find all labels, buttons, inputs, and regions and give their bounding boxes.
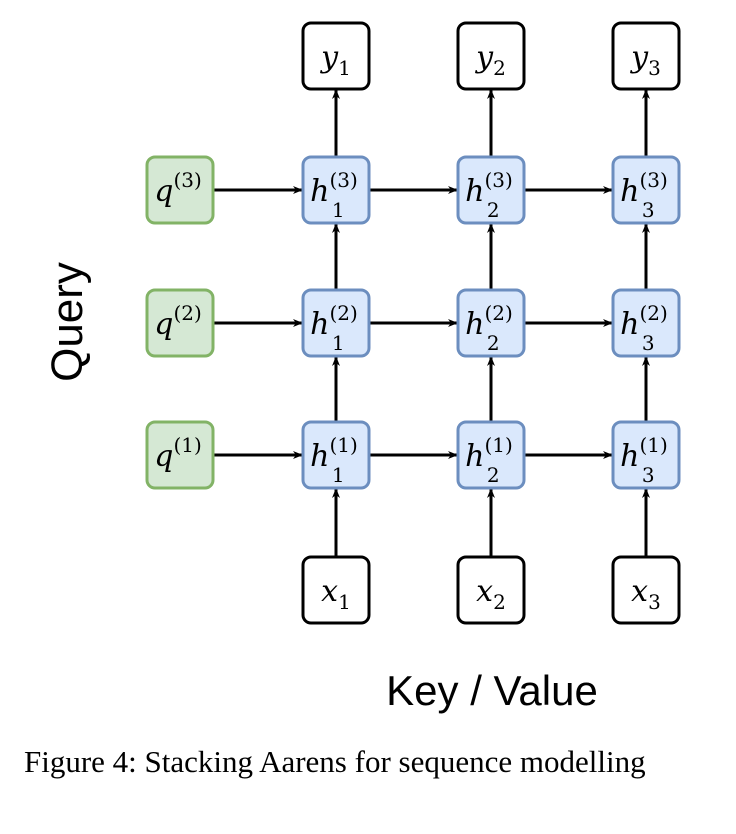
hidden-node-3-2-box [456,155,526,225]
input-node-2: x2 [456,555,526,625]
hidden-node-2-3-box [611,288,681,358]
input-node-2-box [456,555,526,625]
input-node-1: x1 [301,555,371,625]
hidden-node-3-1-label: h(3)1 [310,168,358,222]
hidden-node-3-3: h(3)3 [611,155,681,225]
input-node-2-label: x2 [476,574,506,614]
input-node-1-label: x1 [321,574,351,614]
hidden-node-3-1: h(3)1 [301,155,371,225]
output-node-1-box [301,21,371,91]
hidden-node-1-2: h(1)2 [456,420,526,490]
query-node-3-label: q(3) [154,168,202,209]
hidden-node-2-3-label: h(2)3 [620,301,668,355]
query-node-2: q(2) [145,288,215,358]
arrows-layer [213,89,650,557]
hidden-node-1-2-label: h(1)2 [465,433,513,487]
hidden-node-3-3-label: h(3)3 [620,168,668,222]
hidden-node-3-3-box [611,155,681,225]
query-node-1-label: q(1) [154,433,202,474]
input-node-1-box [301,555,371,625]
input-node-3-box [611,555,681,625]
hidden-node-3-1-box [301,155,371,225]
query-axis-label: Query [43,262,92,382]
hidden-node-1-2-box [456,420,526,490]
hidden-node-1-3: h(1)3 [611,420,681,490]
query-node-1: q(1) [145,420,215,490]
output-node-1: y1 [301,21,371,91]
output-node-3: y3 [611,21,681,91]
hidden-node-2-1-label: h(2)1 [310,301,358,355]
hidden-node-3-2: h(3)2 [456,155,526,225]
output-node-3-box [611,21,681,91]
hidden-node-2-3: h(2)3 [611,288,681,358]
hidden-node-2-2: h(2)2 [456,288,526,358]
output-node-2-box [456,21,526,91]
hidden-node-2-2-label: h(2)2 [465,301,513,355]
hidden-node-1-3-box [611,420,681,490]
query-node-3-box [145,155,215,225]
aaren-stack-diagram: q(3) q(2) q(1) h(3)1 h(3)2 h(3)3 h(2)1 h(2)2 h(2… [43,21,681,714]
output-node-3-label: y3 [629,40,661,80]
figure-caption: Figure 4: Stacking Aarens for sequence m… [24,744,646,779]
query-node-3: q(3) [145,155,215,225]
key-value-axis-label: Key / Value [386,667,598,714]
hidden-node-1-1-label: h(1)1 [310,433,358,487]
hidden-node-1-3-label: h(1)3 [620,433,668,487]
query-node-2-box [145,288,215,358]
output-node-2: y2 [456,21,526,91]
hidden-node-1-1-box [301,420,371,490]
query-node-1-box [145,420,215,490]
input-node-3: x3 [611,555,681,625]
query-node-2-label: q(2) [154,301,202,342]
hidden-node-2-1: h(2)1 [301,288,371,358]
hidden-node-1-1: h(1)1 [301,420,371,490]
hidden-node-2-2-box [456,288,526,358]
nodes-layer: q(3) q(2) q(1) h(3)1 h(3)2 h(3)3 h(2)1 h(2)2 h(2… [145,21,681,625]
hidden-node-2-1-box [301,288,371,358]
output-node-2-label: y2 [474,40,506,80]
hidden-node-3-2-label: h(3)2 [465,168,513,222]
output-node-1-label: y1 [319,40,351,80]
input-node-3-label: x3 [631,574,661,614]
